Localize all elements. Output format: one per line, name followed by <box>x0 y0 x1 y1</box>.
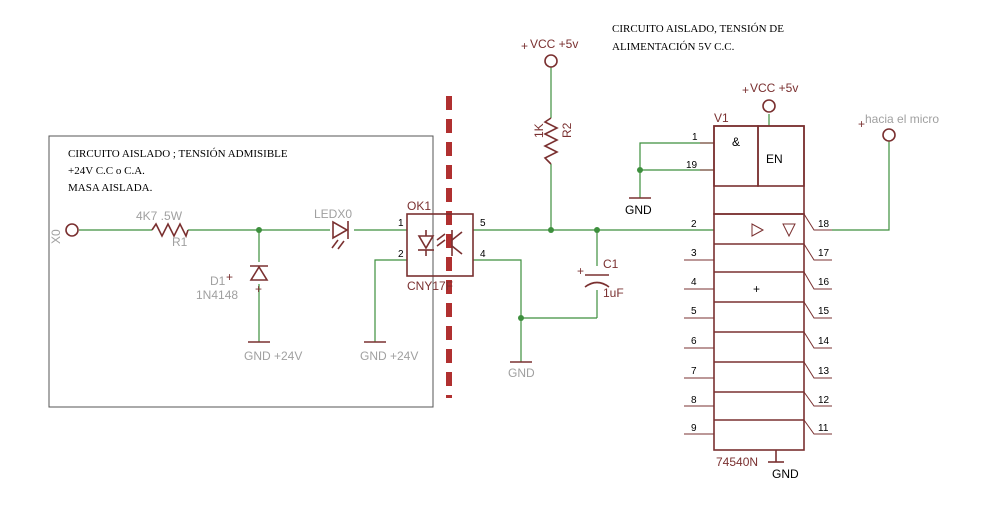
x0-label: X0 <box>49 229 63 244</box>
d1-diode <box>249 265 269 281</box>
gnd-ic-label: GND <box>772 467 799 481</box>
junction-dot <box>594 227 600 233</box>
vcc-top-label: VCC +5v <box>530 37 578 51</box>
d1-plus-mark: + <box>226 270 233 284</box>
ledx0-led <box>331 220 349 250</box>
ic-pin: 15 <box>818 306 830 317</box>
ic-left-pin-stubs <box>684 259 714 435</box>
plus-symbol: + <box>753 282 760 296</box>
ok1-label: OK1 <box>407 199 431 213</box>
ok-pin-4: 4 <box>480 249 486 260</box>
junction-dot <box>256 227 262 233</box>
micro-terminal <box>882 128 896 142</box>
v-pin-19: 19 <box>686 160 698 171</box>
ic-pin: 3 <box>691 248 697 259</box>
ic-pin: 4 <box>691 277 697 288</box>
ok-pin-5: 5 <box>480 218 486 229</box>
ic-74540n-body <box>713 213 805 451</box>
c1-value: 1uF <box>603 286 624 300</box>
junction-dot <box>637 167 643 173</box>
ic-name-label: 74540N <box>716 455 758 469</box>
and-symbol: & <box>732 135 740 149</box>
ic-pin: 18 <box>818 219 830 230</box>
r1-value: 4K7 .5W <box>136 209 183 223</box>
isolated-supply-note-line2: ALIMENTACIÓN 5V C.C. <box>612 41 735 53</box>
gnd24-label-a: GND +24V <box>244 349 302 363</box>
junction-dot <box>548 227 554 233</box>
ic-pin: 16 <box>818 277 830 288</box>
d1-value: 1N4148 <box>196 288 238 302</box>
vcc-ic-terminal <box>762 99 776 113</box>
gnd-mid-label: GND <box>508 366 535 380</box>
ic-pin: 9 <box>691 423 697 434</box>
ic-pin: 17 <box>818 248 830 259</box>
junctions <box>256 167 643 321</box>
v1-enable-gate <box>713 125 805 215</box>
ic-right-pin-stubs <box>803 213 832 435</box>
ic-pin: 8 <box>691 395 697 406</box>
ledx0-label: LEDX0 <box>314 207 352 221</box>
isolated-supply-note-line1: CIRCUITO AISLADO, TENSIÓN DE <box>612 23 784 35</box>
d1-plus-mark-2: + <box>255 282 262 296</box>
vcc-top-terminal <box>544 54 558 68</box>
ic-pin: 6 <box>691 336 697 347</box>
ic-pin: 5 <box>691 306 697 317</box>
input-circuit-note: CIRCUITO AISLADO ; TENSIÓN ADMISIBLE +24… <box>68 146 288 197</box>
input-circuit-note-line2: +24V C.C o C.A. <box>68 165 145 177</box>
ic-pin: 7 <box>691 366 697 377</box>
v-pin-1: 1 <box>692 132 698 143</box>
gnd-v1-label: GND <box>625 203 652 217</box>
c1-plus-mark: + <box>577 264 584 278</box>
vcc-ic-label: VCC +5v <box>750 81 798 95</box>
vcc-top-plus: + <box>521 39 528 53</box>
hacia-micro-label: hacia el micro <box>865 112 939 126</box>
v1-label: V1 <box>714 111 729 125</box>
ok-pin-2: 2 <box>398 249 404 260</box>
wires <box>79 67 890 362</box>
c1-capacitor <box>584 274 610 288</box>
ok-pin-1: 1 <box>398 218 404 229</box>
r1-name: R1 <box>172 235 188 249</box>
ic-pin: 2 <box>691 219 697 230</box>
ic-left-pin-numbers: 2 3 4 5 6 7 8 9 <box>691 219 697 434</box>
en-label: EN <box>766 152 783 166</box>
c1-name: C1 <box>603 257 619 271</box>
ic-pin: 11 <box>818 423 829 434</box>
ok1-optocoupler <box>406 213 474 277</box>
ic-pin: 13 <box>818 366 830 377</box>
x0-terminal <box>65 223 79 237</box>
isolated-input-frame <box>48 135 434 408</box>
gnd24-label-b: GND +24V <box>360 349 418 363</box>
d1-name: D1 <box>210 274 226 288</box>
cny17f-label: CNY17F <box>407 279 453 293</box>
ic-pin: 12 <box>818 395 830 406</box>
r2-resistor <box>543 117 559 165</box>
vcc-ic-plus: + <box>742 83 749 97</box>
r2-name: R2 <box>560 122 574 138</box>
micro-plus: + <box>858 117 865 131</box>
ic-pin: 14 <box>818 336 830 347</box>
isolated-supply-note: CIRCUITO AISLADO, TENSIÓN DE ALIMENTACIÓ… <box>612 21 784 56</box>
r1-resistor <box>151 222 189 239</box>
input-circuit-note-line1: CIRCUITO AISLADO ; TENSIÓN ADMISIBLE <box>68 148 288 160</box>
input-circuit-note-line3: MASA AISLADA. <box>68 182 153 194</box>
r2-value: 1K <box>532 123 546 138</box>
ic-right-pin-numbers: 18 17 16 15 14 13 12 11 <box>818 219 830 434</box>
junction-dot <box>518 315 524 321</box>
